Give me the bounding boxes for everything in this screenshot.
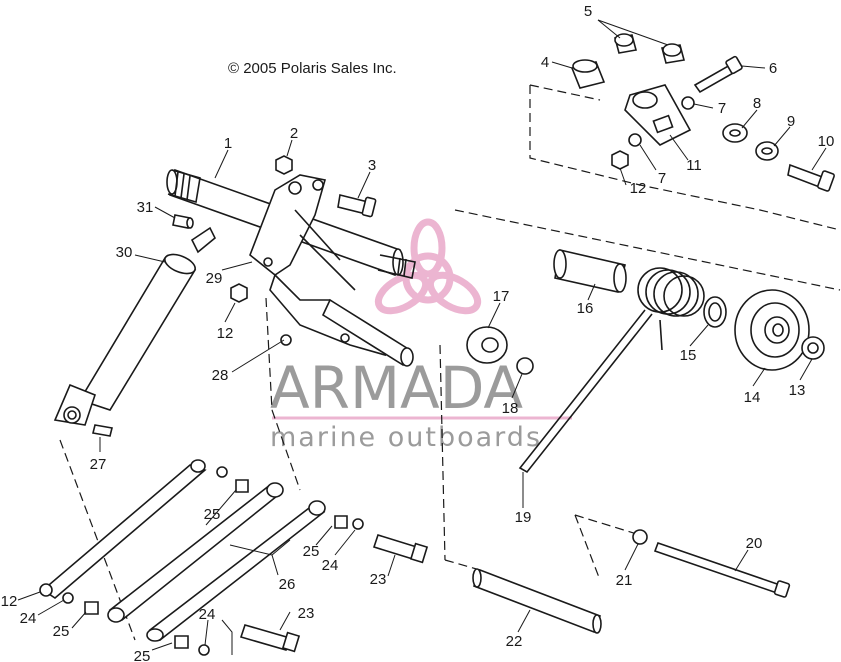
part-18-washer [516,357,534,375]
part-24-washers [62,466,648,656]
callout-10: 10 [818,133,835,150]
callout-20: 20 [746,535,763,552]
callout-12a: 12 [630,180,647,197]
part-9-washer [755,141,779,161]
callout-28: 28 [212,367,229,384]
part-13-bushing [801,336,825,360]
part-30-shock [53,226,217,426]
part-17-hub [466,326,508,364]
part-12-nut-b [611,150,629,170]
callout-21: 21 [616,572,633,589]
part-23-bolts [239,534,429,653]
callout-12c: 12 [1,593,18,610]
watermark: ARMADA marine outboards [270,218,572,453]
callout-16: 16 [577,300,594,317]
callout-7a: 7 [718,100,726,117]
callout-7b: 7 [658,170,666,187]
callout-29: 29 [206,270,223,287]
part-2-nut [275,155,293,175]
callout-1: 1 [224,135,232,152]
part-16-sleeve [553,249,627,293]
part-10-bolt [787,163,835,192]
callout-24a: 24 [322,557,339,574]
callout-26: 26 [279,576,296,593]
part-22-tube [472,568,602,634]
part-12-nut-a [230,283,248,303]
callout-22: 22 [506,633,523,650]
bracket-tube [321,298,412,367]
watermark-tagline: marine outboards [270,422,542,453]
part-31-bushing [172,214,194,229]
part-19-spring [518,267,705,474]
propeller-logo-icon [374,218,482,315]
callout-6: 6 [769,60,777,77]
copyright-text: © 2005 Polaris Sales Inc. [228,60,397,77]
callout-25a: 25 [204,506,221,523]
dashed-boundary [59,84,841,641]
part-25-bushings [84,479,348,649]
part-28-fitting [280,334,292,346]
part-8-washer [722,123,748,143]
part-3-bolt [337,194,377,218]
callout-4: 4 [541,54,549,71]
callout-27: 27 [90,456,107,473]
callout-17: 17 [493,288,510,305]
part-27-pin [92,424,113,437]
callout-2: 2 [290,125,298,142]
callout-25d: 25 [134,648,151,662]
callout-9: 9 [787,113,795,130]
part-7-washer-b [628,133,642,147]
callout-14: 14 [744,389,761,406]
callout-25b: 25 [303,543,320,560]
callout-24b: 24 [20,610,37,627]
part-14-wheel [734,289,810,371]
watermark-brand: ARMADA [270,354,523,422]
part-12-nut-lower [39,583,53,597]
callout-5: 5 [584,3,592,20]
callout-13: 13 [789,382,806,399]
callout-18: 18 [502,400,519,417]
part-6-bolt [693,55,743,94]
part-11-housing [624,84,692,146]
part-4-bushing [570,59,606,89]
callout-25c: 25 [53,623,70,640]
callout-23b: 23 [298,605,315,622]
callout-19: 19 [515,509,532,526]
part-26-arms [41,459,326,642]
callout-15: 15 [680,347,697,364]
part-15-washer [703,296,727,328]
callout-24c: 24 [199,606,216,623]
leader-lines [17,19,827,655]
part-7-washer-a [681,96,695,110]
callout-8: 8 [753,95,761,112]
callout-labels: 1 2 3 4 5 6 7 7 8 9 10 11 12 12 12 13 14… [1,3,835,662]
callout-30: 30 [116,244,133,261]
callout-3: 3 [368,157,376,174]
parts-artwork [17,19,841,656]
callout-11: 11 [686,157,702,174]
part-20-bolt [653,541,791,598]
callout-12b: 12 [217,325,234,342]
callout-31: 31 [137,199,154,216]
callout-23a: 23 [370,571,387,588]
